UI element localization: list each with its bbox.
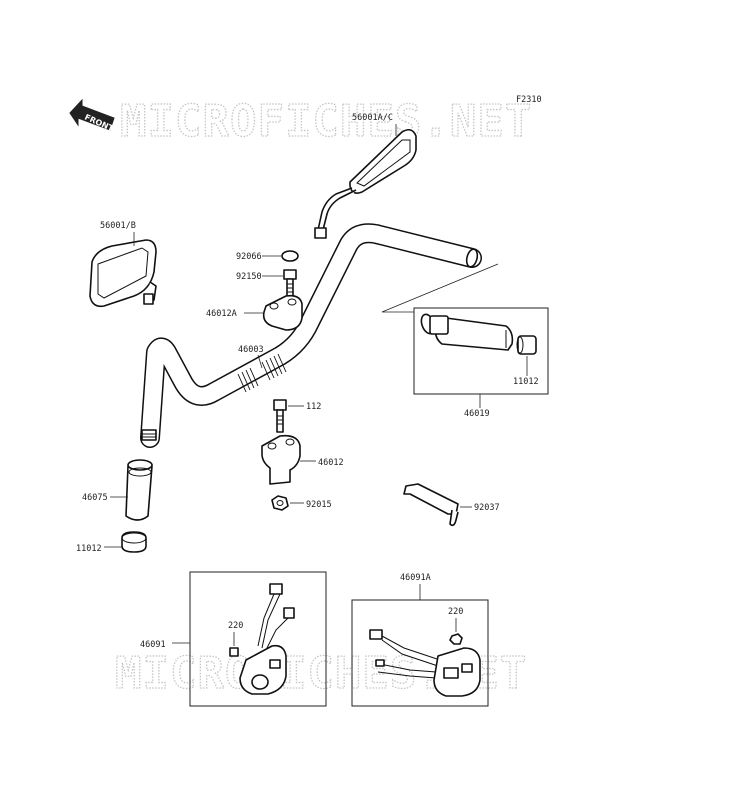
screw-left-part bbox=[229, 647, 239, 657]
throttle-box bbox=[413, 307, 549, 395]
label-screw-left: 220 bbox=[228, 621, 243, 631]
holder-upper-part bbox=[262, 294, 303, 331]
label-weight-right: 11012 bbox=[513, 377, 539, 387]
label-weight-left: 11012 bbox=[76, 544, 102, 554]
front-arrow-icon: FRONT bbox=[69, 98, 115, 133]
label-bolt-holder: 92150 bbox=[236, 272, 262, 282]
holder-lower-part bbox=[261, 434, 301, 485]
label-nut: 92015 bbox=[306, 500, 332, 510]
label-bolt-lower: 112 bbox=[306, 402, 321, 412]
bolt-lower-part bbox=[273, 399, 287, 433]
weight-right-part bbox=[516, 335, 537, 355]
handlebar-part bbox=[140, 223, 482, 448]
nut-part bbox=[271, 495, 289, 511]
label-grip-left: 46075 bbox=[82, 493, 108, 503]
label-screw-right: 220 bbox=[448, 607, 463, 617]
label-cap: 92066 bbox=[236, 252, 262, 262]
label-throttle-assy: 46019 bbox=[464, 409, 490, 419]
label-switch-right: 46091A bbox=[400, 573, 431, 583]
label-holder-lower: 46012 bbox=[318, 458, 344, 468]
weight-left-part bbox=[121, 531, 147, 553]
label-mirror-right: 56001A/C bbox=[352, 113, 393, 123]
label-wrench: 92037 bbox=[474, 503, 500, 513]
throttle-grip-part bbox=[420, 313, 514, 351]
label-handlebar: 46003 bbox=[238, 345, 264, 355]
figure-code: F2310 bbox=[516, 95, 542, 105]
label-mirror-left: 56001/B bbox=[100, 221, 136, 231]
throttle-leader bbox=[381, 263, 499, 313]
screw-right-part bbox=[449, 633, 463, 645]
mirror-right-part bbox=[314, 128, 417, 239]
grip-left-part bbox=[125, 459, 153, 521]
switch-left-part bbox=[239, 583, 295, 695]
switch-left-box bbox=[189, 571, 327, 707]
label-switch-left: 46091 bbox=[140, 640, 166, 650]
bolt-holder-part bbox=[283, 269, 297, 298]
switch-right-part bbox=[369, 629, 481, 697]
mirror-left-part bbox=[89, 239, 157, 308]
wrench-part bbox=[403, 483, 459, 527]
label-holder-upper: 46012A bbox=[206, 309, 237, 319]
watermark-top: MICROFICHES.NET bbox=[120, 96, 532, 147]
cap-part bbox=[281, 250, 299, 262]
